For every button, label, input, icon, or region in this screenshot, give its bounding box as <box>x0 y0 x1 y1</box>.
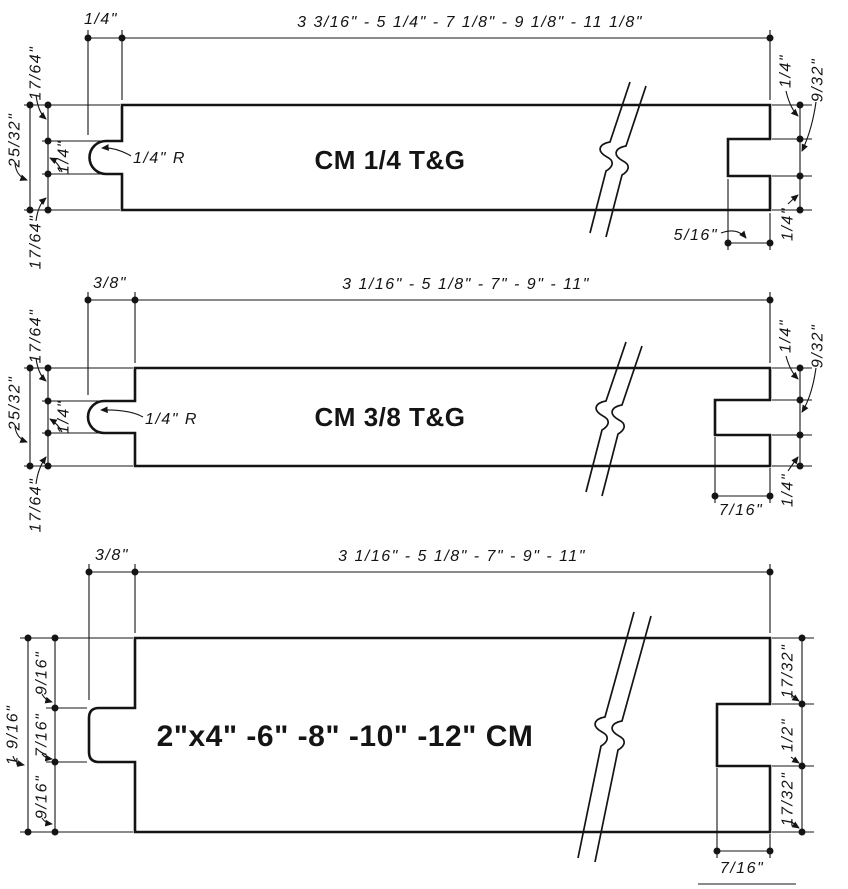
board-profile <box>87 636 772 834</box>
dim-groove-depth: 7/16" <box>711 437 774 519</box>
left-middle-dim: 7/16" <box>34 713 51 757</box>
break-mark <box>589 81 647 238</box>
right-top-dim: 17/32" <box>780 644 797 699</box>
left-bottom-dim: 9/16" <box>34 775 51 819</box>
board-widths-dim: 3 1/16" - 5 1/8" - 7" - 9" - 11" <box>342 276 590 293</box>
right-bottom-dim: 1/4" <box>780 207 797 241</box>
left-top-dim: 17/64" <box>28 309 45 364</box>
board-profile <box>86 366 772 468</box>
break-mark <box>585 341 643 497</box>
groove-depth-dim: 5/16" <box>674 227 718 244</box>
groove-depth-dim: 7/16" <box>719 502 763 519</box>
dim-left: 17/64" 25/32" 1/4" 17/64" <box>7 46 120 270</box>
board-title: 2"x4" -6" -8" -10" -12" CM <box>157 720 534 753</box>
left-middle-dim: 1/4" <box>56 400 73 434</box>
dim-top: 3/8" 3 1/16" - 5 1/8" - 7" - 9" - 11" <box>85 547 774 700</box>
dim-radius: 1/4" R <box>101 144 186 167</box>
dim-right: 17/32" 1/2" 17/32" <box>772 634 814 836</box>
groove-depth-dim: 7/16" <box>720 860 764 877</box>
dim-right: 1/4" 9/32" 1/4" <box>772 319 827 507</box>
tongue-length-dim: 1/4" <box>84 11 118 28</box>
tongue-radius-label: 1/4" R <box>145 411 198 428</box>
dim-left: 9/16" 7/16" 9/16" 1 9/16" <box>5 634 133 836</box>
board-profile <box>88 103 772 212</box>
left-overall-dim: 25/32" <box>7 376 24 432</box>
board-widths-dim: 3 3/16" - 5 1/4" - 7 1/8" - 9 1/8" - 11 … <box>297 14 643 31</box>
right-middle-dim: 9/32" <box>810 324 827 368</box>
right-middle-dim: 9/32" <box>810 58 827 102</box>
dim-top: 1/4" 3 3/16" - 5 1/4" - 7 1/8" - 9 1/8" … <box>84 11 774 135</box>
dim-groove-depth: 5/16" <box>674 179 774 250</box>
break-mark <box>577 611 652 863</box>
board-title: CM 3/8 T&G <box>315 402 466 432</box>
left-middle-dim: 1/4" <box>56 140 73 174</box>
tongue-length-dim: 3/8" <box>95 547 129 564</box>
left-top-dim: 9/16" <box>34 651 51 695</box>
board-widths-dim: 3 1/16" - 5 1/8" - 7" - 9" - 11" <box>338 548 586 565</box>
left-overall-dim: 25/32" <box>7 113 24 169</box>
diagram-cm-three-eighths-tg: CM 3/8 T&G 3/8" 3 1/16" - 5 1/8" - 7" - … <box>7 275 827 532</box>
diagram-cm-quarter-tg: CM 1/4 T&G 1/4" 3 3/16" - 5 1/4" - 7 1/8… <box>7 11 827 269</box>
dim-groove-depth: 7/16" <box>698 768 796 885</box>
left-bottom-dim: 17/64" <box>28 215 45 270</box>
dim-right: 1/4" 9/32" 1/4" <box>772 54 827 241</box>
right-bottom-dim: 17/32" <box>780 772 797 827</box>
left-overall-dim: 1 9/16" <box>5 705 22 766</box>
dim-top: 3/8" 3 1/16" - 5 1/8" - 7" - 9" - 11" <box>84 275 774 395</box>
tongue-radius-label: 1/4" R <box>133 150 186 167</box>
right-bottom-dim: 1/4" <box>780 473 797 507</box>
board-title: CM 1/4 T&G <box>315 145 466 175</box>
right-top-dim: 1/4" <box>778 54 795 88</box>
left-top-dim: 17/64" <box>28 46 45 101</box>
dim-left: 17/64" 25/32" 1/4" 17/64" <box>7 309 133 533</box>
diagram-2x-cm: 2"x4" -6" -8" -10" -12" CM 3/8" 3 1/16" … <box>5 547 814 885</box>
dim-radius: 1/4" R <box>100 406 198 428</box>
right-middle-dim: 1/2" <box>780 718 797 752</box>
left-bottom-dim: 17/64" <box>28 478 45 533</box>
right-top-dim: 1/4" <box>778 319 795 353</box>
tongue-length-dim: 3/8" <box>93 275 127 292</box>
